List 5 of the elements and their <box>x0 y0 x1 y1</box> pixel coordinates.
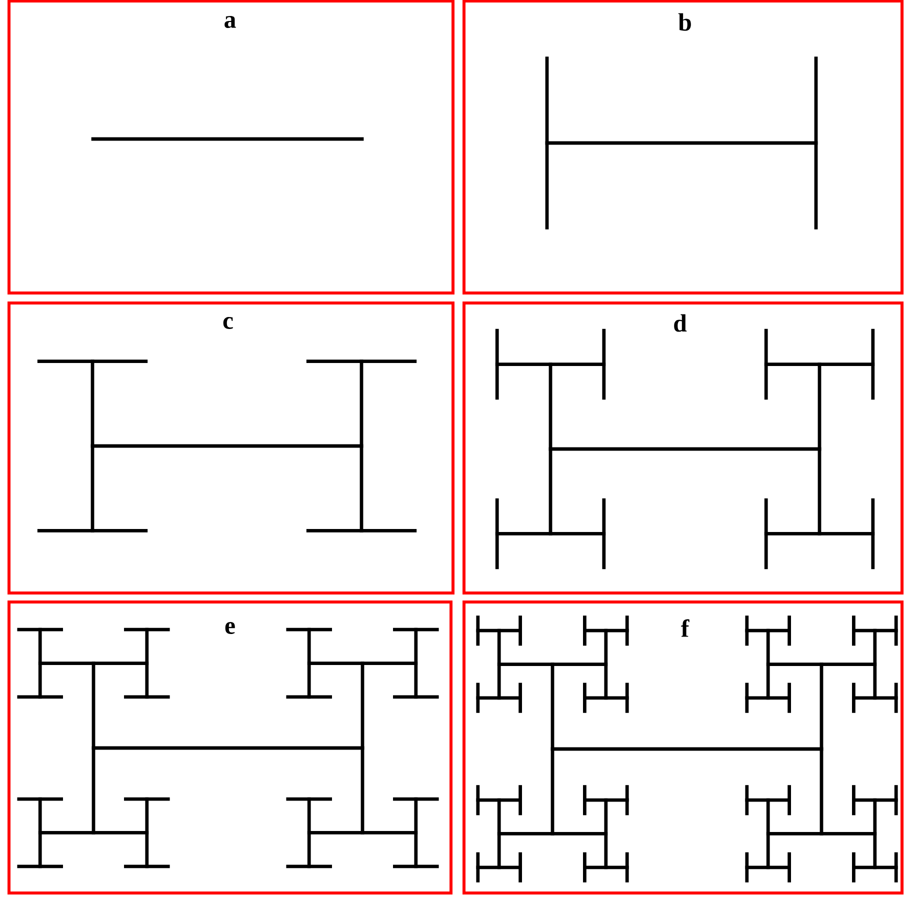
panel: d <box>462 302 904 594</box>
panel: c <box>8 302 454 594</box>
panel: e <box>8 600 452 894</box>
panel: f <box>462 600 904 894</box>
panel: b <box>462 0 904 294</box>
